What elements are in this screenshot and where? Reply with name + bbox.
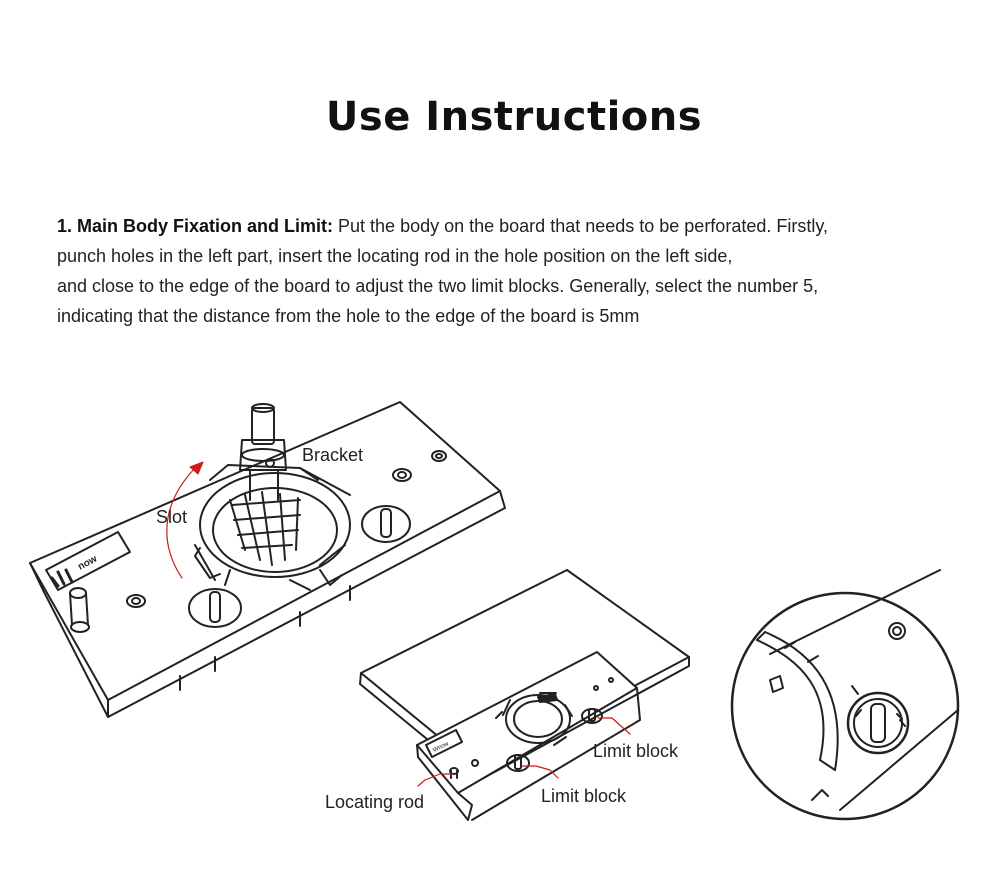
jig-body-figure: now [29, 401, 506, 718]
instruction-text-1: Put the body on the board that needs to … [338, 216, 829, 236]
callout-limit-block-2 [521, 765, 559, 779]
callout-limit-block-1 [597, 717, 631, 735]
instruction-line-2: punch holes in the left part, insert the… [57, 246, 733, 266]
instruction-lead: 1. Main Body Fixation and Limit: [57, 216, 334, 236]
label-limit-block-1: Limit block [593, 741, 679, 761]
page-title: Use Instructions [325, 94, 703, 140]
label-slot: Slot [156, 507, 188, 527]
instruction-line-4: indicating that the distance from the ho… [57, 306, 640, 326]
detail-zoom-figure [730, 569, 960, 821]
instruction-paragraph: 1. Main Body Fixation and Limit: Put the… [57, 211, 957, 331]
instruction-line-3: and close to the edge of the board to ad… [57, 276, 819, 296]
slot-rotation-arrow [166, 467, 196, 579]
label-locating-rod: Locating rod [325, 792, 425, 812]
callout-locating-rod [417, 773, 454, 787]
label-limit-block-2: Limit block [541, 786, 627, 806]
label-bracket: Bracket [302, 445, 364, 465]
instruction-line-1: 1. Main Body Fixation and Limit: Put the… [57, 211, 957, 241]
jig-on-board-figure: Wnow [359, 569, 690, 821]
